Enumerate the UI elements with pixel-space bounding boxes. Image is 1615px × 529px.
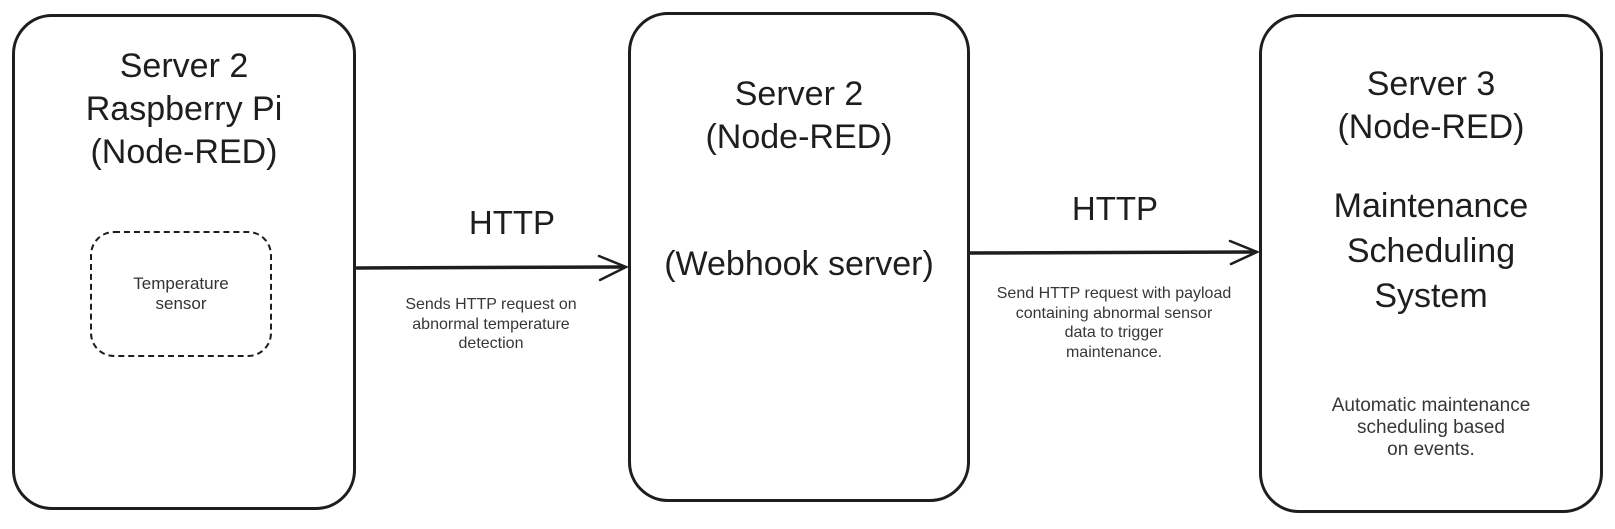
node-subtitle: (Webhook server) — [664, 245, 934, 283]
node-title: Server 2 (Node-RED) — [705, 75, 893, 156]
node-description: Automatic maintenance scheduling based o… — [1331, 395, 1531, 460]
node-server2-webhook: Server 2 (Node-RED) (Webhook server) — [628, 12, 970, 502]
edge-label-http-2: HTTP — [1071, 190, 1159, 227]
arrow-right-icon — [355, 254, 630, 282]
node-title: Server 3 (Node-RED) — [1337, 65, 1525, 146]
node-subtitle: Maintenance Scheduling System — [1333, 187, 1529, 315]
temperature-sensor-box: Temperature sensor — [90, 231, 272, 357]
edge-annotation-2: Send HTTP request with payload containin… — [996, 285, 1232, 361]
node-title: Server 2 Raspberry Pi (Node-RED) — [85, 47, 283, 171]
arrow-right-icon — [968, 239, 1261, 266]
node-server3-maintenance: Server 3 (Node-RED) Maintenance Scheduli… — [1259, 14, 1603, 513]
node-server2-raspberry-pi: Server 2 Raspberry Pi (Node-RED) Tempera… — [12, 14, 356, 510]
temperature-sensor-label: Temperature sensor — [133, 274, 229, 313]
edge-label-http-1: HTTP — [468, 204, 556, 241]
edge-annotation-1: Sends HTTP request on abnormal temperatu… — [405, 296, 577, 352]
